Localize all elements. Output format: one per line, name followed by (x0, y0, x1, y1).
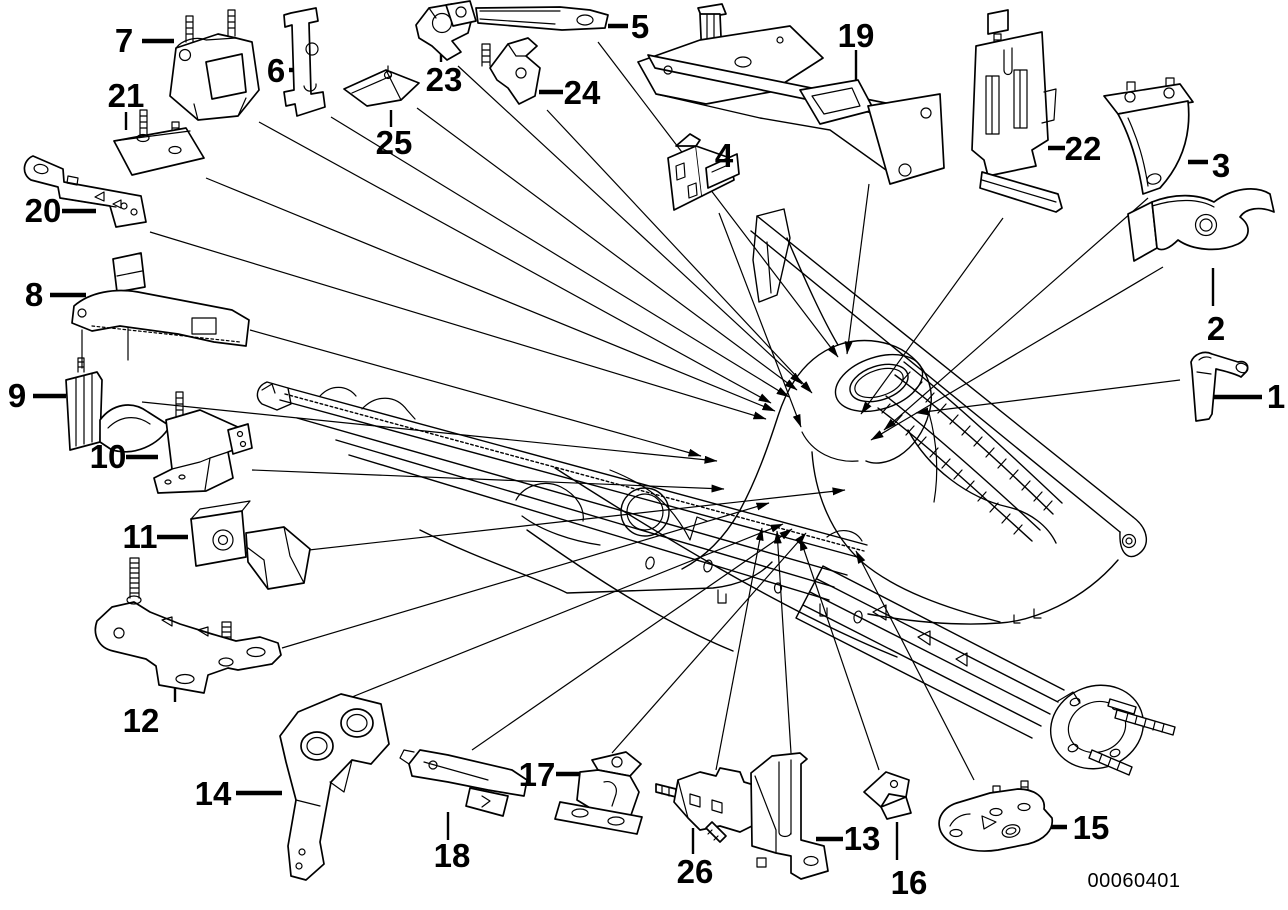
leader-line-part-13 (773, 530, 791, 753)
leader-line-part-22 (861, 218, 1003, 415)
part-label-15: 15 (1073, 809, 1110, 846)
leader-line-part-17 (612, 533, 806, 753)
part-11-drawing (191, 501, 310, 589)
part-8-drawing (72, 253, 249, 368)
leader-line-part-19 (844, 184, 869, 355)
leader-line-part-1 (915, 380, 1180, 416)
part-26-drawing (656, 768, 770, 842)
part-label-6: 6 (267, 52, 285, 89)
leader-lines (142, 42, 1180, 780)
part-label-25: 25 (376, 124, 413, 161)
leader-line-part-3 (884, 198, 1148, 430)
leader-line-part-6 (331, 117, 790, 397)
leader-line-part-25 (417, 108, 798, 390)
part-label-5: 5 (631, 8, 649, 45)
leader-line-part-18 (472, 529, 793, 750)
part-13-drawing (751, 753, 828, 879)
image-code: 00060401 (1088, 870, 1181, 892)
part-21-drawing (114, 110, 204, 175)
leader-line-part-26 (716, 527, 764, 770)
part-20-drawing (24, 156, 146, 227)
part-10-drawing (154, 392, 252, 493)
part-label-11: 11 (123, 518, 158, 555)
part-2-drawing (1128, 189, 1274, 261)
leader-line-part-9 (142, 402, 718, 464)
leader-line-part-16 (800, 537, 879, 770)
part-19-drawing (638, 4, 944, 184)
leader-line-part-23 (458, 66, 802, 384)
part-14-drawing (280, 694, 389, 880)
part-6-drawing (284, 8, 325, 116)
part-label-1: 1 (1267, 378, 1285, 415)
part-label-26: 26 (677, 853, 714, 890)
part-label-2: 2 (1207, 310, 1225, 347)
part-label-18: 18 (434, 837, 471, 874)
part-label-14: 14 (195, 775, 232, 812)
part-24-drawing (482, 38, 540, 104)
leader-line-part-10 (252, 470, 725, 493)
leader-line-part-14 (352, 524, 784, 697)
part-label-17: 17 (519, 756, 556, 793)
leader-line-part-5 (598, 42, 838, 358)
part-label-22: 22 (1065, 130, 1102, 167)
part-label-23: 23 (426, 61, 463, 98)
part-15-drawing (939, 781, 1052, 851)
part-12-drawing (95, 558, 281, 693)
part-label-9: 9 (8, 377, 26, 414)
part-label-7: 7 (115, 22, 133, 59)
leader-line-part-8 (250, 330, 702, 456)
leader-line-part-20 (150, 232, 767, 419)
leader-line-part-7 (259, 122, 772, 403)
part-label-3: 3 (1212, 147, 1230, 184)
part-3-drawing (1104, 78, 1193, 194)
part-16-drawing (864, 772, 911, 819)
leader-line-part-24 (547, 110, 812, 393)
leader-line-part-15 (856, 550, 974, 780)
part-label-10: 10 (90, 438, 127, 475)
part-label-21: 21 (108, 77, 145, 114)
leader-line-part-21 (206, 178, 776, 411)
part-label-19: 19 (838, 17, 875, 54)
part-18-drawing (400, 750, 527, 816)
part-1-drawing (1191, 352, 1249, 421)
part-label-8: 8 (25, 276, 43, 313)
part-label-16: 16 (891, 864, 928, 901)
part-9-drawing (66, 358, 170, 452)
leader-line-part-12 (282, 503, 770, 648)
part-7-drawing (170, 10, 259, 120)
leader-line-part-11 (282, 487, 846, 553)
part-label-4: 4 (715, 137, 734, 174)
part-25-drawing (344, 66, 419, 106)
part-17-drawing (555, 752, 642, 834)
part-label-13: 13 (844, 820, 881, 857)
part-22-drawing (972, 10, 1062, 212)
part-4-drawing (668, 134, 739, 210)
leader-line-part-2 (870, 267, 1163, 440)
part-label-20: 20 (25, 192, 62, 229)
part-label-24: 24 (564, 74, 601, 111)
part-5-drawing (446, 1, 608, 30)
part-label-12: 12 (123, 702, 160, 739)
